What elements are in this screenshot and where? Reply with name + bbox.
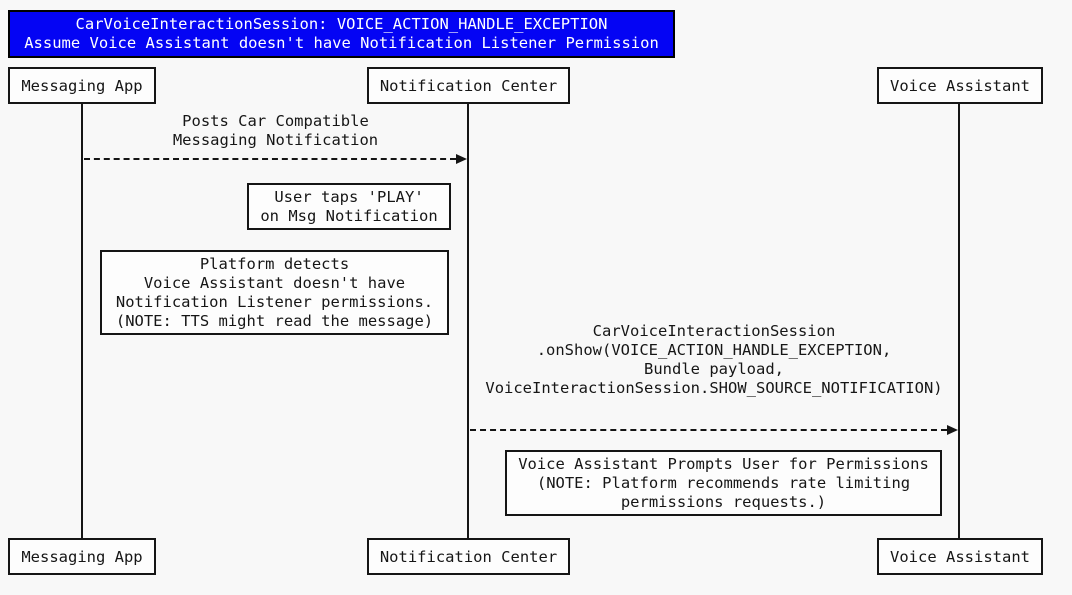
lifeline-messaging-app bbox=[81, 104, 83, 538]
message-on-show-line1: CarVoiceInteractionSession bbox=[592, 322, 836, 340]
lifeline-notification-center bbox=[467, 104, 469, 538]
actor-notification-center-label: Notification Center bbox=[379, 76, 558, 95]
actor-messaging-app-top: Messaging App bbox=[8, 67, 156, 104]
note-user-taps-play: User taps 'PLAY' on Msg Notification bbox=[247, 183, 451, 230]
message-on-show-arrow bbox=[470, 429, 947, 431]
message-post-notification-label: Posts Car Compatible Messaging Notificat… bbox=[84, 112, 467, 150]
message-on-show-label: CarVoiceInteractionSession .onShow(VOICE… bbox=[469, 322, 959, 398]
note-prompt-permissions-line3: permissions requests.) bbox=[620, 493, 827, 511]
actor-voice-assistant-top: Voice Assistant bbox=[877, 67, 1043, 104]
message-on-show-line2: .onShow(VOICE_ACTION_HANDLE_EXCEPTION, bbox=[536, 341, 892, 359]
actor-voice-assistant-bottom: Voice Assistant bbox=[877, 538, 1043, 575]
diagram-title-line2: Assume Voice Assistant doesn't have Noti… bbox=[24, 34, 659, 52]
message-post-notification-line1: Posts Car Compatible bbox=[182, 112, 369, 130]
diagram-title-line1: CarVoiceInteractionSession: VOICE_ACTION… bbox=[75, 15, 608, 33]
message-post-notification-arrowhead-icon bbox=[456, 154, 467, 164]
note-user-taps-line1: User taps 'PLAY' bbox=[274, 188, 424, 206]
note-prompt-permissions: Voice Assistant Prompts User for Permiss… bbox=[505, 450, 942, 516]
diagram-title: CarVoiceInteractionSession: VOICE_ACTION… bbox=[8, 10, 675, 58]
actor-voice-assistant-label-bottom: Voice Assistant bbox=[890, 547, 1030, 566]
lifeline-voice-assistant bbox=[958, 104, 960, 538]
actor-notification-center-label-bottom: Notification Center bbox=[379, 547, 558, 566]
note-prompt-permissions-line1: Voice Assistant Prompts User for Permiss… bbox=[518, 455, 929, 473]
message-on-show-line3: Bundle payload, bbox=[644, 360, 784, 378]
actor-messaging-app-bottom: Messaging App bbox=[8, 538, 156, 575]
actor-notification-center-top: Notification Center bbox=[367, 67, 570, 104]
message-on-show-arrowhead-icon bbox=[947, 425, 958, 435]
note-platform-detects: Platform detects Voice Assistant doesn't… bbox=[100, 250, 449, 335]
note-user-taps-line2: on Msg Notification bbox=[260, 207, 438, 225]
note-platform-detects-line1: Platform detects bbox=[199, 255, 350, 273]
note-platform-detects-line3: Notification Listener permissions. bbox=[115, 293, 434, 311]
actor-voice-assistant-label: Voice Assistant bbox=[890, 76, 1030, 95]
actor-messaging-app-label: Messaging App bbox=[21, 76, 143, 95]
actor-messaging-app-label-bottom: Messaging App bbox=[21, 547, 143, 566]
note-platform-detects-line2: Voice Assistant doesn't have bbox=[143, 274, 406, 292]
message-on-show-line4: VoiceInteractionSession.SHOW_SOURCE_NOTI… bbox=[485, 379, 943, 397]
note-platform-detects-line4: (NOTE: TTS might read the message) bbox=[115, 312, 434, 330]
actor-notification-center-bottom: Notification Center bbox=[367, 538, 570, 575]
note-prompt-permissions-line2: (NOTE: Platform recommends rate limiting bbox=[536, 474, 911, 492]
message-post-notification-line2: Messaging Notification bbox=[172, 131, 379, 149]
message-post-notification-arrow bbox=[84, 158, 456, 160]
